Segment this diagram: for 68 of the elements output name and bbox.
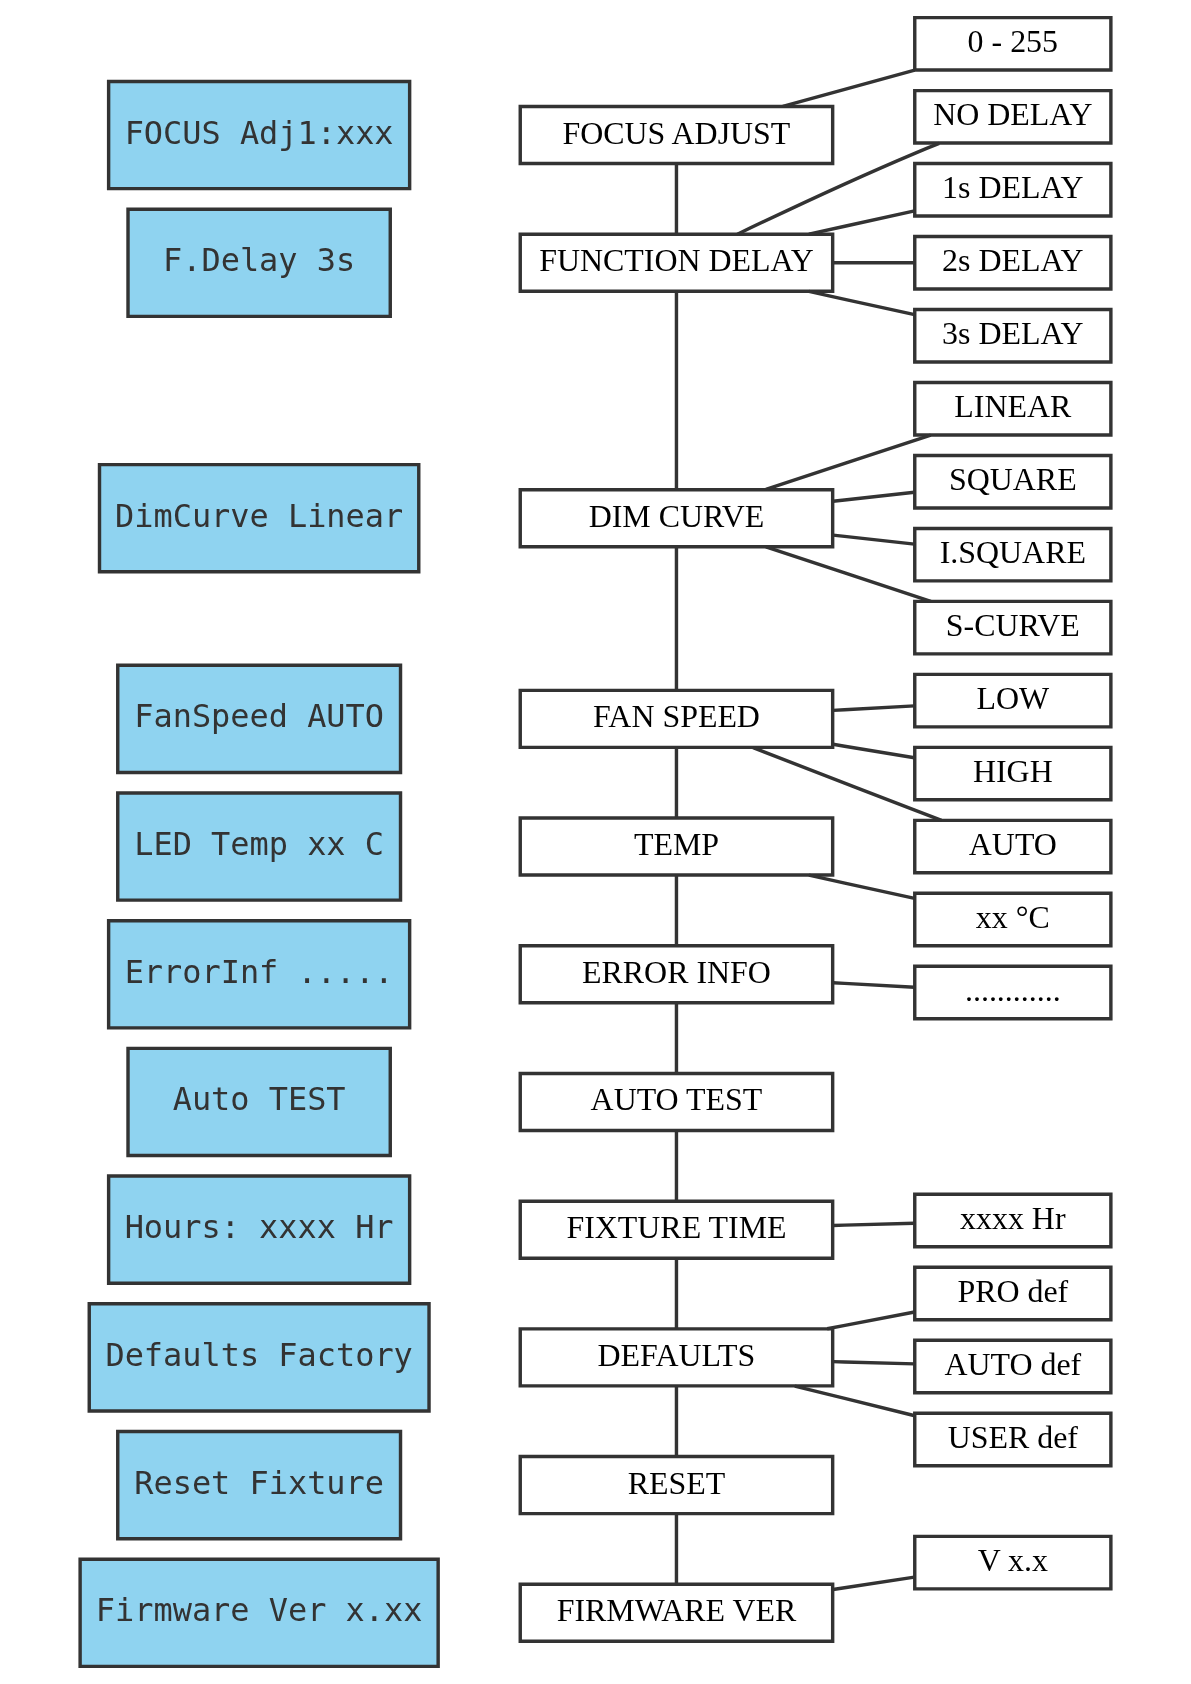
- connector: [736, 141, 940, 236]
- node-box: Hours: xxxx Hr: [106, 1174, 412, 1285]
- node-box: HIGH: [913, 745, 1113, 802]
- node-box: FIRMWARE VER: [518, 1582, 835, 1643]
- node-box: 2s DELAY: [913, 234, 1113, 291]
- node-box: LINEAR: [913, 380, 1113, 437]
- node-box: Defaults Factory: [87, 1302, 431, 1413]
- connector: [674, 1513, 679, 1584]
- connector: [832, 742, 915, 760]
- connector: [832, 704, 915, 713]
- node-box: xxxx Hr: [913, 1192, 1113, 1249]
- connector: [674, 547, 679, 690]
- connector: [832, 1575, 915, 1592]
- connector: [674, 1002, 679, 1074]
- node-box: I.SQUARE: [913, 526, 1113, 583]
- node-box: ERROR INFO: [518, 944, 835, 1005]
- node-box: FAN SPEED: [518, 688, 835, 750]
- node-box: SQUARE: [913, 453, 1113, 510]
- connector: [833, 261, 915, 265]
- node-box: 1s DELAY: [913, 161, 1113, 218]
- connector: [808, 289, 915, 317]
- connector: [808, 873, 915, 901]
- node-box: DIM CURVE: [518, 487, 835, 549]
- node-box: LOW: [913, 672, 1113, 729]
- node-box: Firmware Ver x.xx: [78, 1557, 440, 1669]
- node-box: LED Temp xx C: [116, 791, 403, 902]
- connector: [832, 533, 915, 546]
- connector: [674, 1258, 679, 1329]
- connector: [832, 1221, 915, 1228]
- node-box: DimCurve Linear: [97, 462, 421, 574]
- node-box: xx °C: [913, 891, 1113, 948]
- node-box: FOCUS ADJUST: [518, 104, 835, 166]
- node-box: USER def: [913, 1411, 1113, 1468]
- node-box: AUTO def: [913, 1338, 1113, 1395]
- connector: [765, 545, 932, 603]
- node-box: ............: [913, 964, 1113, 1021]
- connector: [674, 875, 679, 946]
- node-box: TEMP: [518, 816, 835, 877]
- node-box: FOCUS Adj1:xxx: [106, 79, 412, 191]
- node-box: ErrorInf .....: [106, 918, 412, 1030]
- node-box: FIXTURE TIME: [518, 1199, 835, 1260]
- node-box: NO DELAY: [913, 88, 1113, 145]
- connector: [808, 209, 915, 236]
- connector: [826, 1310, 915, 1331]
- connector: [794, 1384, 915, 1418]
- connector: [674, 291, 679, 490]
- connector: [832, 981, 915, 989]
- node-box: Auto TEST: [126, 1046, 392, 1158]
- node-box: RESET: [518, 1454, 835, 1516]
- connector: [674, 1130, 679, 1201]
- connector: [674, 163, 679, 234]
- node-box: 0 - 255: [913, 15, 1113, 72]
- node-box: DEFAULTS: [518, 1327, 835, 1388]
- connector: [832, 1359, 915, 1366]
- node-box: AUTO TEST: [518, 1071, 835, 1133]
- node-box: S-CURVE: [913, 599, 1113, 656]
- node-box: V x.x: [913, 1534, 1113, 1591]
- connector: [832, 490, 915, 503]
- node-box: FanSpeed AUTO: [116, 663, 403, 775]
- connector: [674, 747, 679, 818]
- node-box: FUNCTION DELAY: [518, 232, 835, 293]
- connector: [752, 746, 943, 822]
- node-box: AUTO: [913, 818, 1113, 875]
- node-box: Reset Fixture: [116, 1429, 403, 1541]
- node-box: F.Delay 3s: [126, 207, 392, 319]
- connector: [674, 1385, 679, 1457]
- node-box: PRO def: [913, 1265, 1113, 1322]
- node-box: 3s DELAY: [913, 307, 1113, 364]
